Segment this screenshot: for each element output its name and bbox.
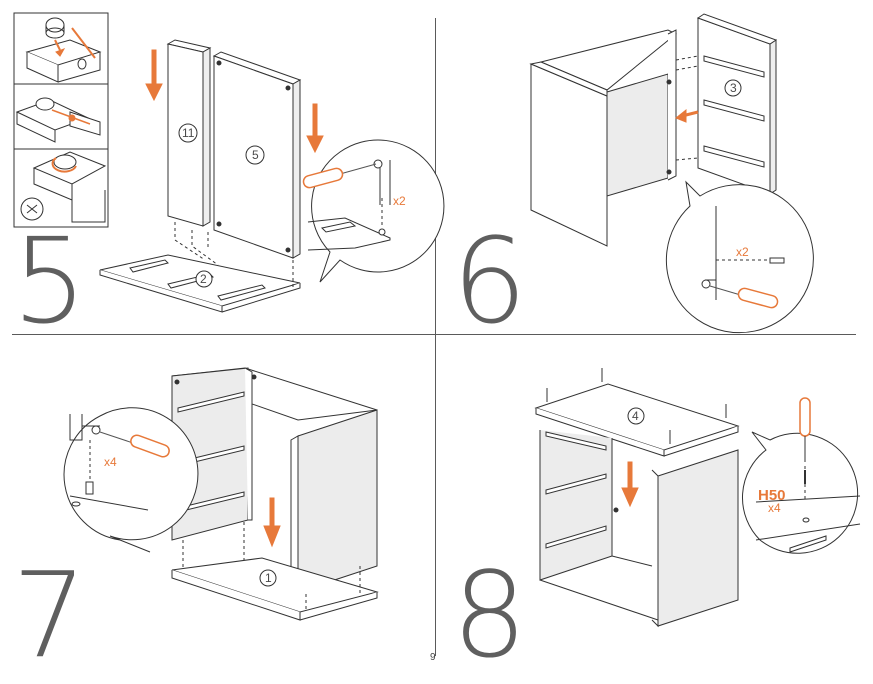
step-7-number: 7 [12, 546, 87, 684]
panel-11 [166, 39, 212, 227]
base-board [171, 557, 379, 621]
step-7-diagram: 1 x4 [63, 367, 379, 621]
step-6-part-label: 3 [730, 81, 737, 95]
screw-icon [546, 368, 727, 444]
step-5-part-label: 11 [182, 126, 195, 140]
step-5-quantity: x2 [393, 194, 406, 208]
step-5-part-label: 2 [200, 272, 207, 286]
cam-lock-inset-strip [13, 12, 109, 228]
step-8-number: 8 [452, 546, 527, 684]
zoom-bubble-step7 [63, 407, 199, 553]
top-board [534, 383, 740, 457]
down-arrow-icon [145, 49, 324, 154]
step-7-quantity: x4 [104, 455, 117, 469]
vertical-divider [435, 18, 436, 656]
horizontal-divider [12, 334, 856, 335]
step-8-part-label: 4 [632, 409, 639, 423]
step-6-number: 6 [452, 212, 527, 350]
left-arrow-icon [675, 108, 699, 123]
cabinet-body [539, 430, 739, 628]
zoom-bubble-step5 [302, 139, 445, 283]
step-6-diagram: x2 3 [529, 13, 814, 334]
page-number: 9 [430, 652, 436, 663]
step-6-quantity: x2 [736, 245, 749, 259]
step-8-diagram: 4 H50 x4 [534, 368, 861, 628]
cabinet-assembly [529, 29, 677, 247]
step-5-number: 5 [12, 212, 87, 350]
step-7-part-label: 1 [265, 571, 272, 585]
step-5-diagram: x2 11 5 2 [13, 12, 445, 313]
zoom-bubble-step8 [742, 397, 861, 554]
down-arrow-icon [621, 461, 639, 508]
step-8-hardware-code: H50 [758, 487, 786, 504]
down-arrow-icon [263, 497, 281, 548]
step-5-part-label: 5 [252, 148, 259, 162]
step-8-quantity: x4 [768, 501, 781, 515]
panel-3 [696, 13, 778, 195]
panel-5 [212, 51, 302, 259]
zoom-bubble-step6 [665, 180, 814, 334]
